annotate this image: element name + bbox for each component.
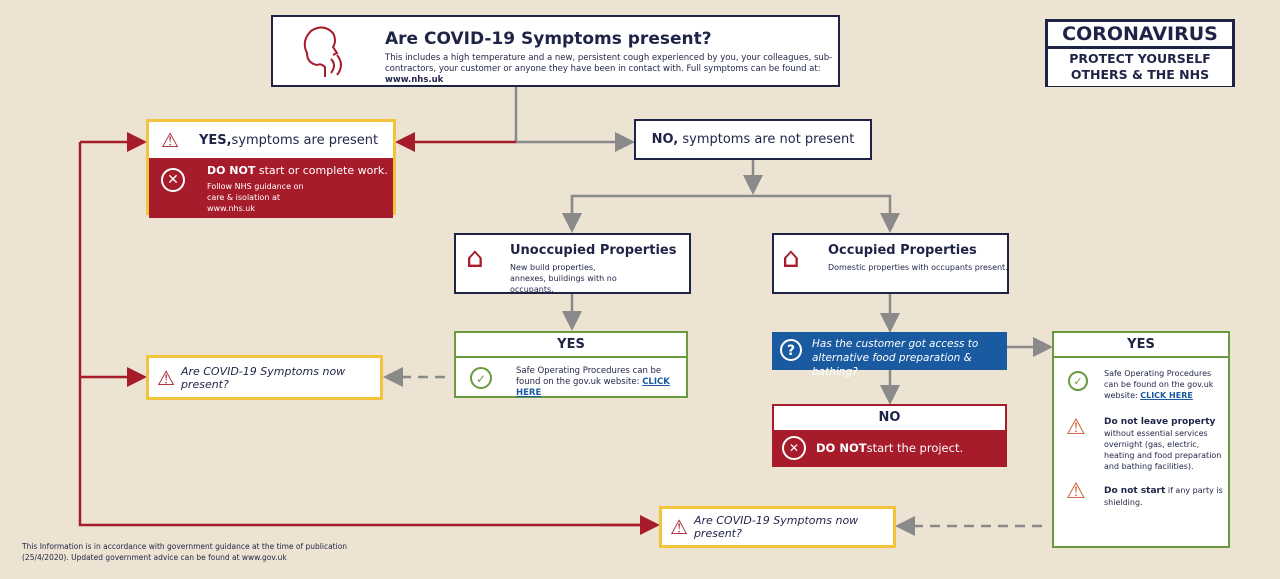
no-text: symptoms are not present [678,132,855,147]
yes-title: YES [1054,333,1228,358]
yes-occupied-box: YES ✓ Safe Operating Procedures can be f… [1052,331,1230,548]
warning2-bold: Do not start [1104,486,1166,496]
warning2-text: if any party is shielding. [1104,486,1223,507]
question-text: Are COVID-19 Symptoms now present? [693,514,859,540]
unoccupied-box: ⌂ Unoccupied Properties New build proper… [454,233,691,294]
footnote: This Information is in accordance with g… [22,542,348,562]
question-symptoms-mid: ⚠Are COVID-19 Symptoms now present? [146,355,383,400]
logo-line3: OTHERS & THE NHS [1070,67,1210,82]
warning-icon: ⚠ [1066,415,1086,440]
sop-text: Safe Operating Procedures can be found o… [516,366,662,387]
unoccupied-title: Unoccupied Properties [510,243,677,258]
question-symptoms-bottom: ⚠Are COVID-19 Symptoms now present? [659,506,896,548]
donot-text: start or complete work. [255,164,388,177]
yes-text: symptoms are present [231,132,379,148]
yes-symptoms-box: ⚠ YES, symptoms are present ✕ DO NOT star… [146,119,396,218]
food-bathing-question: ? Has the customer got access to alterna… [772,332,1007,378]
logo-line2: PROTECT YOURSELF [1069,51,1211,66]
warning1-text: without essential services overnight (ga… [1104,429,1222,471]
symptoms-question-box: Are COVID-19 Symptoms present? This incl… [271,15,840,87]
occupied-title: Occupied Properties [828,243,977,258]
question-text: Are COVID-19 Symptoms now present? [180,364,346,391]
nhs-link[interactable]: www.nhs.uk [385,75,444,85]
no-access-box: NO ✕ DO NOT start the project. [772,404,1007,467]
unoccupied-desc: New build properties, annexes, buildings… [510,263,617,294]
yes-label: YES, [198,132,232,148]
no-title: NO [774,406,1005,430]
cross-circle-icon: ✕ [782,435,806,460]
coughing-person-icon [303,26,342,77]
cross-circle-icon: ✕ [161,168,185,192]
warning-icon: ⚠ [157,365,175,390]
yes-title: YES [456,333,686,358]
warning1-bold: Do not leave property [1104,417,1216,427]
yes-unoccupied-box: YES ✓ Safe Operating Procedures can be f… [454,331,688,398]
no-symptoms-box: NO, symptoms are not present [634,119,872,160]
check-circle-icon: ✓ [470,367,492,389]
occupied-desc: Domestic properties with occupants prese… [828,263,1008,272]
warning-icon: ⚠ [670,515,688,539]
warning-icon: ⚠ [161,128,179,152]
click-here-link[interactable]: CLICK HERE [1140,391,1193,400]
desc-text: This includes a high temperature and a n… [385,53,833,74]
check-circle-icon: ✓ [1068,371,1088,391]
house-person-icon: ⌂ [782,241,800,274]
question-text: Has the customer got access to alternati… [812,338,979,378]
warning-icon: ⚠ [1066,479,1086,504]
donot-text: start the project. [866,440,964,455]
donot-label: DO NOT [816,440,867,455]
click-here-link[interactable]: CLICK HERE [516,377,670,398]
symptoms-desc: This includes a high temperature and a n… [385,53,835,86]
nhs-guidance: Follow NHS guidance on care & isolation … [207,182,304,213]
symptoms-title: Are COVID-19 Symptoms present? [385,29,712,49]
question-icon: ? [780,339,802,361]
house-icon: ⌂ [466,241,484,274]
donot-label: DO NOT [207,164,256,177]
sop-text: Safe Operating Procedures can be found o… [1104,369,1214,400]
occupied-box: ⌂ Occupied Properties Domestic propertie… [772,233,1009,294]
logo-line1: CORONAVIRUS [1048,22,1232,46]
no-label: NO, [651,132,679,147]
